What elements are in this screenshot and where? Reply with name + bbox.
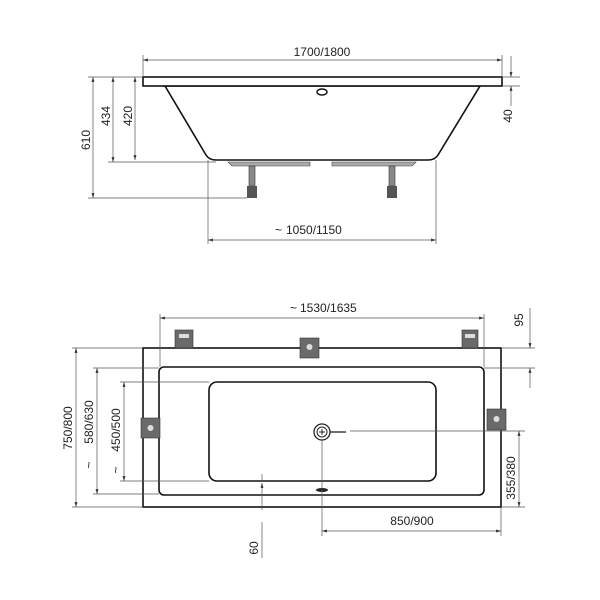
dim-rim-thickness: 40 bbox=[501, 109, 515, 123]
dim-drain-from-edge: 355/380 bbox=[504, 456, 518, 500]
dim-basin-width: 450/500 bbox=[109, 408, 123, 452]
side-view: 1700/1800 610 434 420 40 ~ 1050/1150 bbox=[79, 45, 520, 244]
leg-left bbox=[247, 165, 257, 198]
dim-height-inner: 420 bbox=[121, 106, 135, 126]
dim-overflow-offset: 60 bbox=[247, 541, 261, 555]
approx-symbol: ~ bbox=[109, 466, 123, 473]
tub-rim bbox=[142, 76, 503, 87]
approx-symbol: ~ bbox=[290, 301, 297, 315]
overflow-icon bbox=[316, 88, 328, 96]
leg-bracket bbox=[140, 329, 507, 439]
dim-bracket-offset: 95 bbox=[512, 313, 526, 327]
leg-right bbox=[387, 165, 397, 198]
approx-symbol: ~ bbox=[275, 223, 282, 237]
approx-symbol: ~ bbox=[82, 461, 96, 468]
dim-leg-span: 1530/1635 bbox=[300, 301, 357, 315]
support-frame bbox=[227, 161, 417, 167]
drain-icon bbox=[313, 423, 346, 441]
dim-bottom-length: 1050/1150 bbox=[286, 223, 342, 237]
top-view: ~ 1530/1635 95 750/800 580/630 ~ 450/500… bbox=[61, 301, 535, 558]
tub-body-side bbox=[163, 85, 482, 161]
dim-width: 750/800 bbox=[61, 406, 75, 450]
dim-length: 1700/1800 bbox=[294, 45, 351, 59]
dim-drain-from-end: 850/900 bbox=[390, 514, 434, 528]
dim-height-total: 610 bbox=[79, 130, 93, 150]
dim-inner-width: 580/630 bbox=[82, 400, 96, 444]
dim-height-rim: 434 bbox=[99, 106, 113, 126]
